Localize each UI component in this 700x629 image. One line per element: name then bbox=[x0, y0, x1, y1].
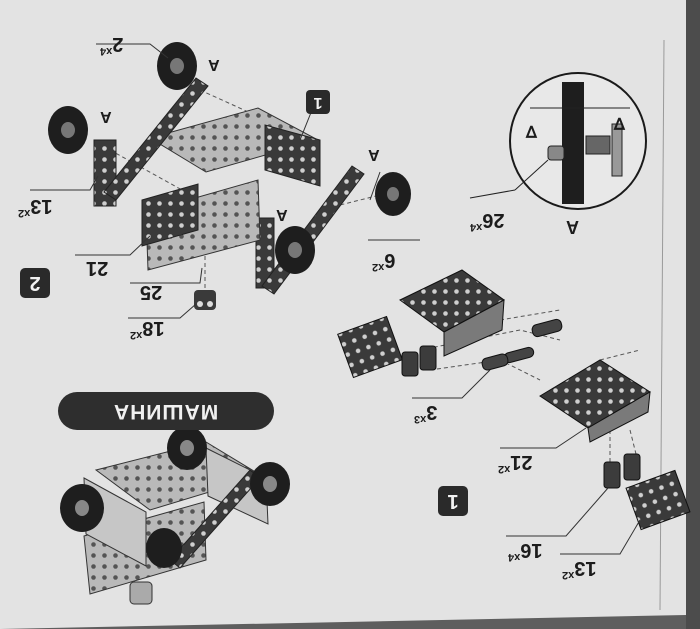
step-badge-2: 2 bbox=[20, 268, 50, 298]
step2-plate-bottom bbox=[145, 179, 261, 271]
step2-wheel-left bbox=[48, 106, 88, 154]
step2-wheel-top bbox=[157, 42, 197, 90]
detail-marker-a-4: A bbox=[276, 206, 288, 223]
part-label-3: 3x3 bbox=[414, 401, 438, 425]
step1-plate-upper-side bbox=[443, 299, 505, 357]
detail-marker-a-2: A bbox=[100, 108, 112, 125]
step1-connectors-3 bbox=[481, 318, 563, 371]
step2-plate-side bbox=[141, 183, 199, 247]
part-label-13-step1: 13x2 bbox=[562, 557, 597, 581]
detail-marker-a-1: A bbox=[208, 56, 220, 73]
step-badge-1: 1 bbox=[438, 486, 468, 516]
detail-a-circle bbox=[469, 72, 647, 210]
step1-leaders bbox=[412, 369, 641, 555]
step1-side-strip-left bbox=[337, 315, 403, 379]
detail-marker-a-circle: A bbox=[566, 217, 579, 237]
title-banner: МАШИНА bbox=[58, 392, 274, 430]
part-label-6: 6x2 bbox=[372, 249, 396, 273]
finished-car bbox=[60, 426, 290, 605]
gap-marker-left: ∇ bbox=[526, 122, 537, 139]
step2-wheel-bottom bbox=[275, 226, 315, 274]
gap-marker-right: ∇ bbox=[614, 114, 625, 131]
paper-right-edge bbox=[686, 0, 700, 629]
step1-brackets-16 bbox=[401, 345, 641, 489]
part-label-18: 18x2 bbox=[130, 317, 165, 341]
part-label-21-step1: 21x2 bbox=[498, 451, 533, 475]
part-label-26: 26x4 bbox=[470, 209, 505, 233]
step1-side-strip-right bbox=[625, 469, 691, 531]
step2-bracket-18 bbox=[194, 290, 216, 310]
step1-plate-lower-side bbox=[587, 391, 651, 443]
part-label-2: 2x4 bbox=[100, 33, 124, 57]
part-label-25: 25 bbox=[140, 281, 163, 303]
part-label-21-step2: 21 bbox=[86, 257, 109, 279]
part-label-13-step2: 13x2 bbox=[18, 195, 53, 219]
page-title: МАШИНА bbox=[113, 400, 219, 423]
step2-leaders bbox=[30, 43, 420, 319]
part-label-16: 16x4 bbox=[508, 539, 543, 563]
step2-diagonal-strip-left bbox=[103, 77, 209, 201]
step-badge-1-small: 1 bbox=[306, 90, 330, 114]
step2-wheel-right bbox=[375, 172, 411, 216]
detail-marker-a-3: A bbox=[368, 146, 380, 163]
